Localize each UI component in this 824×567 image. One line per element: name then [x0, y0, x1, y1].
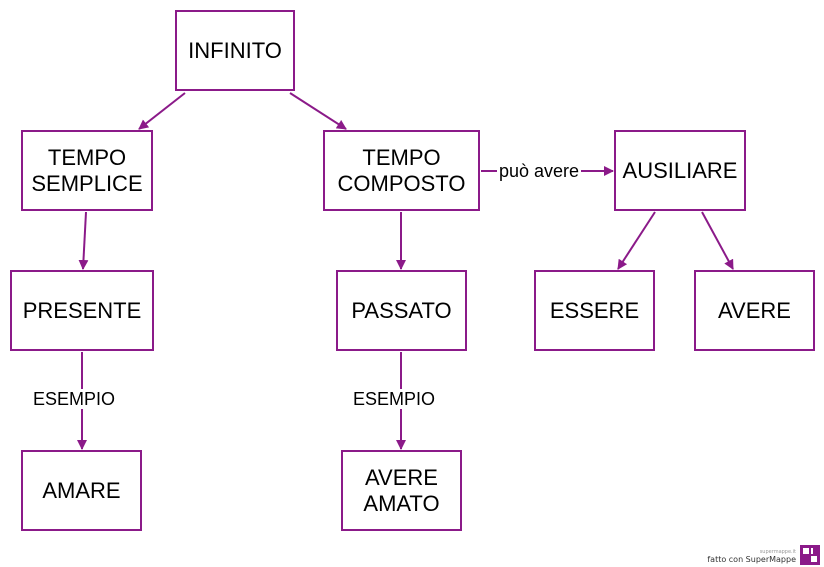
footer-site: supermappe.it	[759, 549, 796, 555]
edge-label-esempio-presente: ESEMPIO	[31, 389, 118, 409]
edge-label-esempio-passato: ESEMPIO	[351, 389, 438, 409]
node-tempo-composto[interactable]: TEMPO COMPOSTO	[323, 130, 480, 211]
node-avere-amato[interactable]: AVERE AMATO	[341, 450, 462, 531]
node-passato[interactable]: PASSATO	[336, 270, 467, 351]
node-infinito[interactable]: INFINITO	[175, 10, 295, 91]
node-ausiliare[interactable]: AUSILIARE	[614, 130, 746, 211]
edge-infinito-tempo-semplice	[138, 92, 186, 130]
edge-ausiliare-essere	[617, 211, 656, 270]
edge-tempo-semplice-presente	[78, 211, 89, 270]
edge-infinito-tempo-composto	[289, 92, 347, 130]
node-amare[interactable]: AMARE	[21, 450, 142, 531]
footer-credit-text: fatto con SuperMappe	[707, 555, 796, 564]
node-tempo-semplice[interactable]: TEMPO SEMPLICE	[21, 130, 153, 211]
edge-ausiliare-avere	[701, 211, 734, 270]
footer-credit: supermappe.it fatto con SuperMappe	[707, 545, 820, 565]
node-presente[interactable]: PRESENTE	[10, 270, 154, 351]
edge-label-puo-avere: può avere	[497, 161, 582, 181]
node-essere[interactable]: ESSERE	[534, 270, 655, 351]
node-avere[interactable]: AVERE	[694, 270, 815, 351]
supermappe-logo-icon	[800, 545, 820, 565]
footer-text: supermappe.it fatto con SuperMappe	[707, 549, 796, 565]
